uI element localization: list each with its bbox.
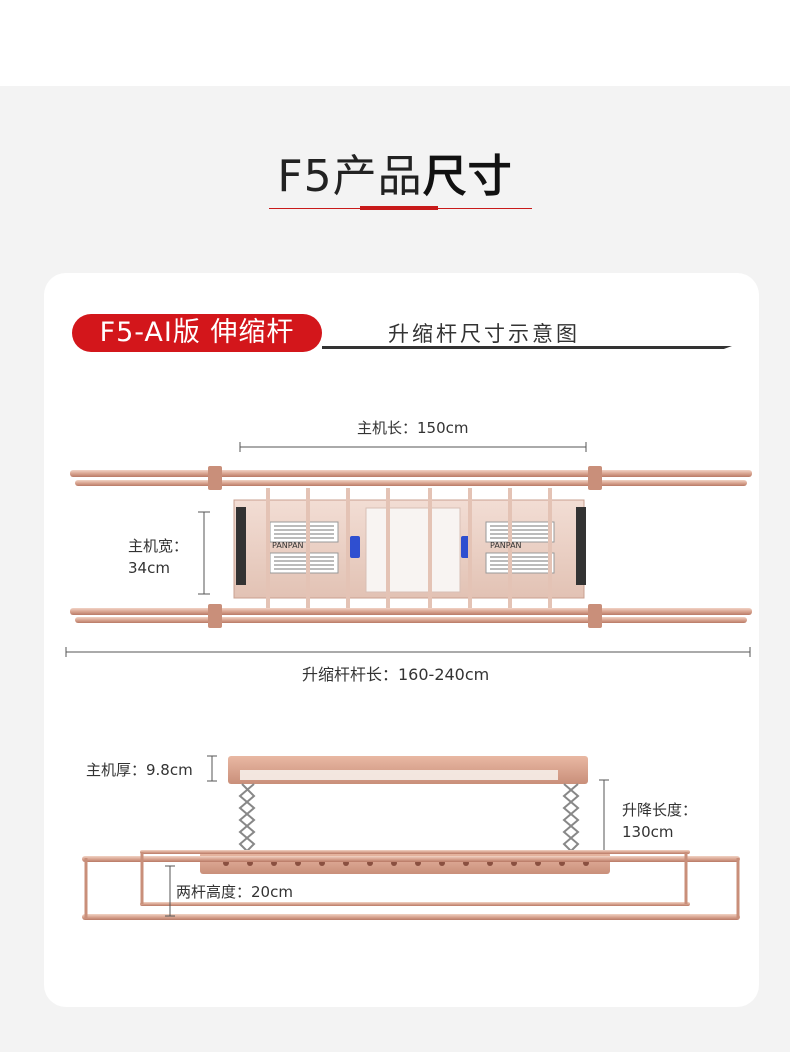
subtitle-underline xyxy=(322,346,732,349)
side-view-diagram xyxy=(82,755,740,920)
lift-length-label: 升降长度： xyxy=(622,801,698,819)
page-title: F5产品尺寸 xyxy=(0,140,790,204)
brand-mark-left: PANPAN xyxy=(272,541,304,550)
title-part-bold: 尺寸 xyxy=(422,151,513,202)
dimension-card xyxy=(44,273,759,1007)
host-width-label: 主机宽： xyxy=(128,537,189,555)
brand-mark-right: PANPAN xyxy=(490,541,522,550)
rod-gap-label: 两杆高度：20cm xyxy=(176,883,293,901)
lift-length-value: 130cm xyxy=(622,823,674,841)
host-length-label: 主机长：150cm xyxy=(357,419,469,437)
rod-length-label: 升缩杆杆长：160-240cm xyxy=(302,665,490,684)
top-view-diagram xyxy=(65,442,752,657)
top-blank-band xyxy=(0,0,790,86)
diagram-subtitle: 升缩杆尺寸示意图 xyxy=(388,322,580,346)
title-part-regular: F5产品 xyxy=(277,151,423,202)
host-width-value: 34cm xyxy=(128,559,170,577)
title-underline-accent xyxy=(360,206,438,210)
host-thickness-label: 主机厚：9.8cm xyxy=(86,761,193,779)
model-badge: F5-AI版 伸缩杆 xyxy=(72,314,322,352)
